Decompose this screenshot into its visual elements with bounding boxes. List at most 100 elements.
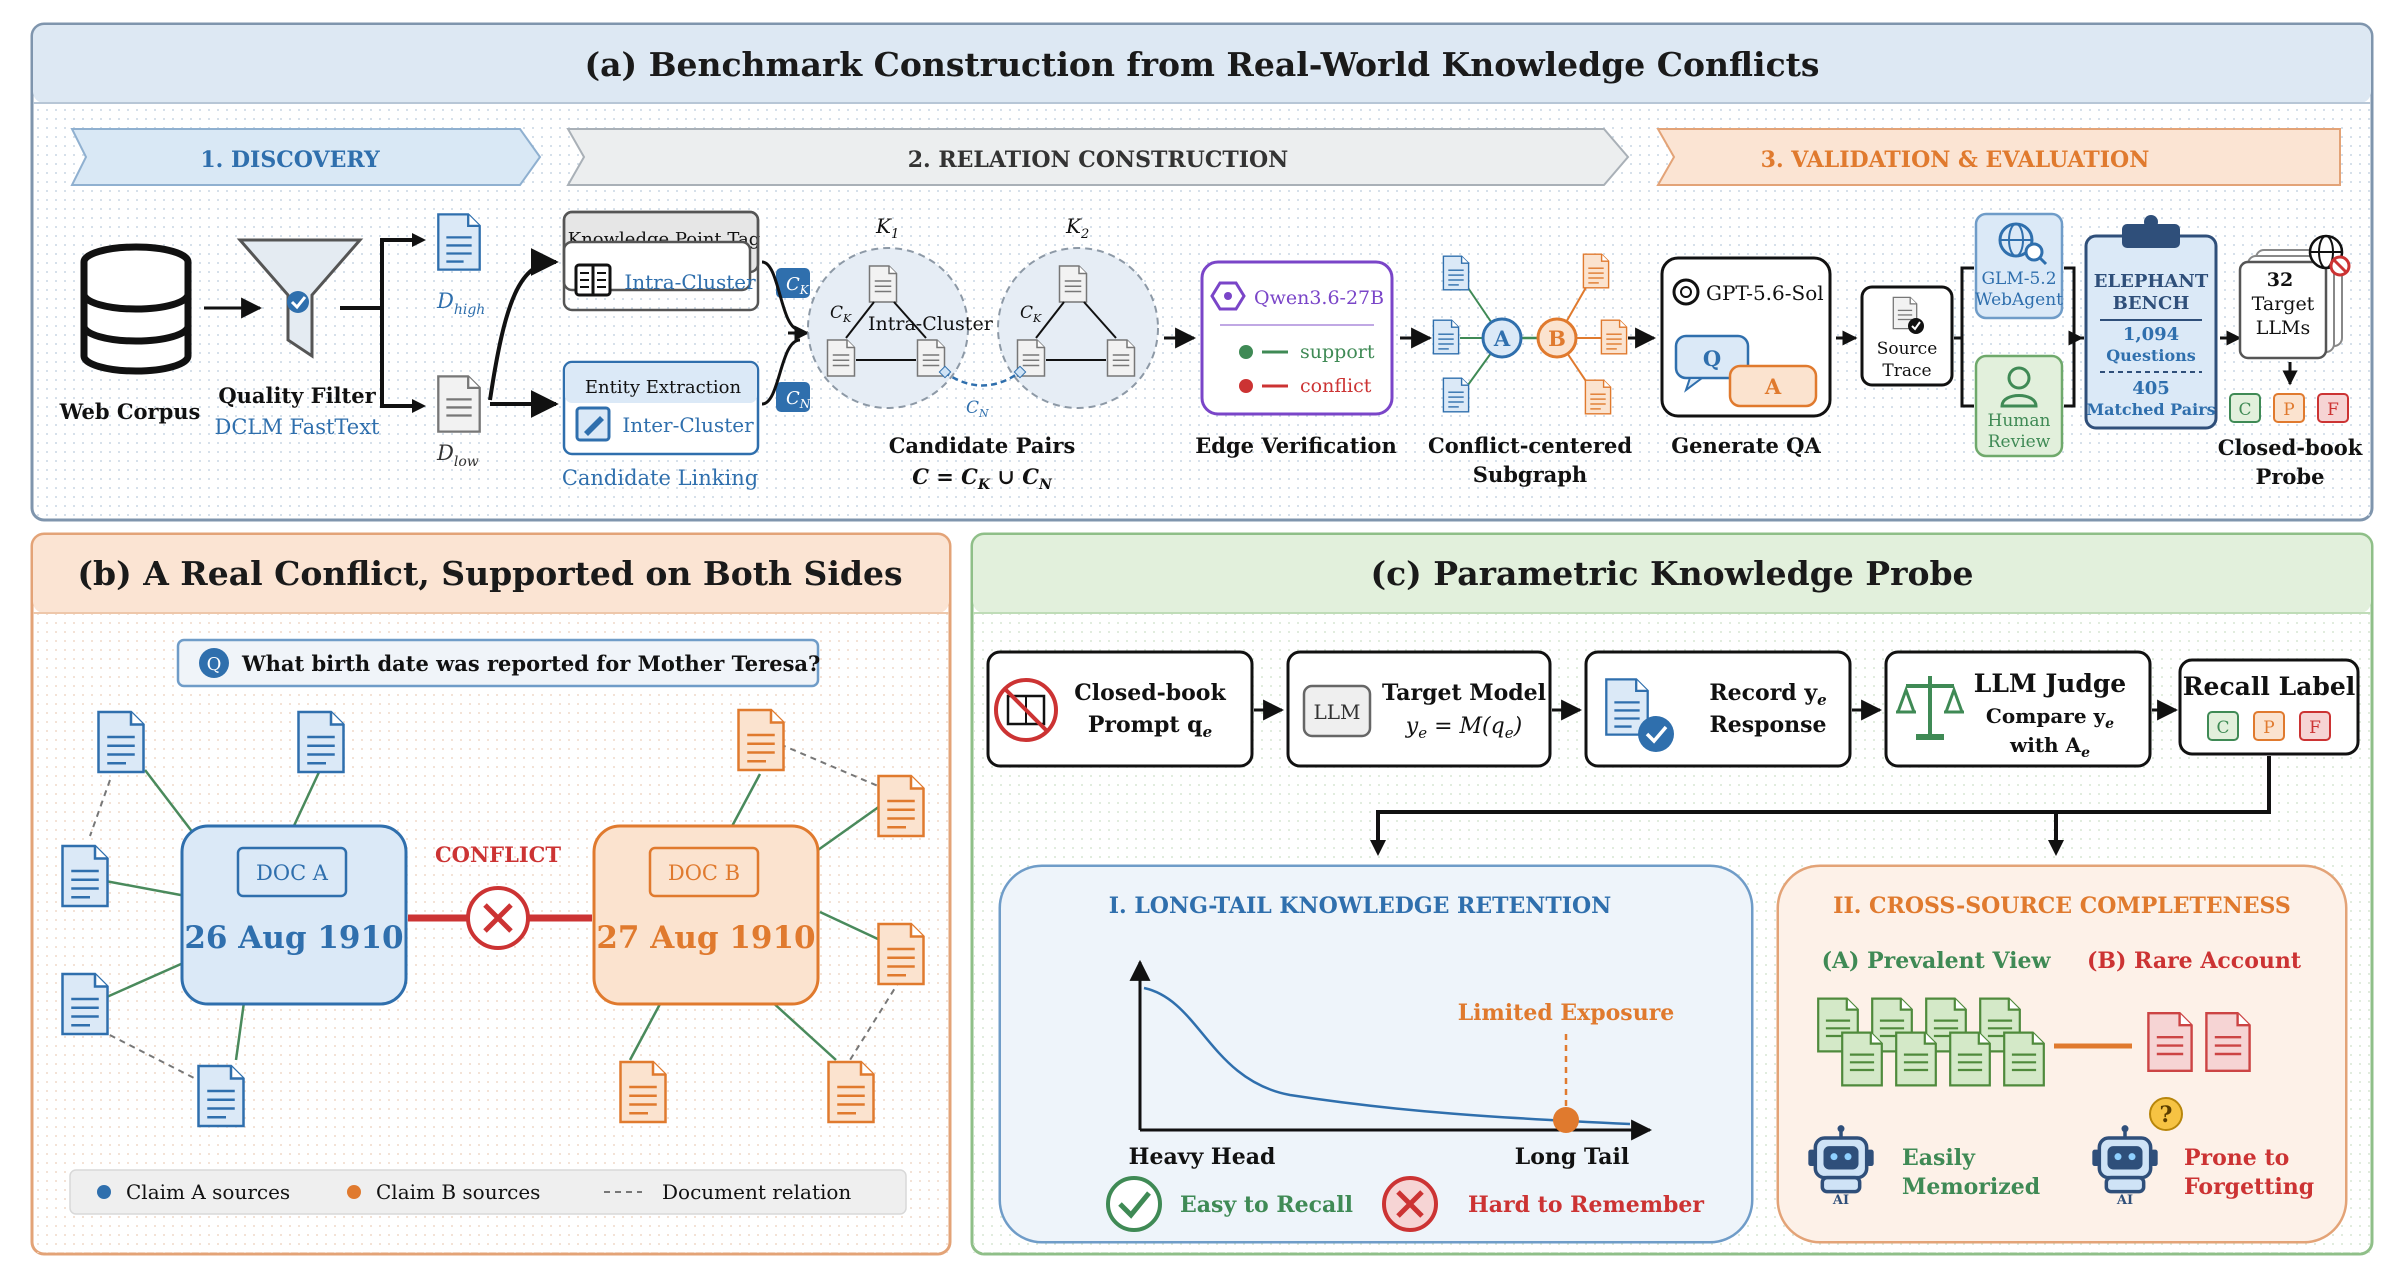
arrow-dlow-kp [488,248,559,401]
no-book-icon [994,678,1058,742]
openai-icon [1672,278,1700,306]
questions-label: Questions [2106,346,2196,365]
step1-line1: Closed-book [1074,680,1226,706]
subgraph-label-2: Subgraph [1473,462,1587,487]
funnel-icon [236,238,364,359]
dclm-label: DCLM FastText [215,415,381,439]
long-tail-curve [1143,986,1631,1126]
closed-book-label-1: Closed-book [2218,435,2363,460]
intra-cluster-overlay: Intra-Cluster [868,313,994,335]
conflict-x-icon [466,886,530,950]
q-bubble: Q [1703,346,1721,371]
step-closed-book-prompt: Closed-book Prompt qe [986,650,1254,768]
qwen-icon [1210,281,1246,311]
source-trace-label-2: Trace [1882,361,1931,381]
target-llms-stack: 32 Target LLMs [2238,234,2351,360]
d-low-doc-icon [437,375,481,433]
entity-extraction-label: Entity Extraction [585,377,742,398]
panel-b: (b) A Real Conflict, Supported on Both S… [30,532,952,1256]
step2-line1: Target Model [1382,680,1546,706]
svg-text:K2: K2 [1065,214,1089,242]
step-record-response: Record ye Response [1584,650,1852,768]
node-b: B [1548,326,1566,351]
robot-ai-label-2: AI [2116,1193,2133,1208]
brace-connector [761,260,801,406]
panel-c: (c) Parametric Knowledge Probe Closed-bo… [970,532,2374,1256]
panel-a: (a) Benchmark Construction from Real-Wor… [30,22,2374,522]
question-icon: Q [207,654,222,675]
svg-text:P: P [2263,718,2274,738]
svg-text:F: F [2327,400,2339,420]
svg-text:K1: K1 [875,214,899,242]
limited-exposure-point [1553,1107,1579,1133]
elephant-bench-clipboard: ELEPHANT BENCH 1,094 Questions 405 Match… [2084,215,2218,430]
prone-label-2: Forgetting [2184,1174,2314,1200]
globe-search-icon [1998,222,2048,266]
svg-text:P: P [2283,400,2294,420]
step5-line1: Recall Label [2183,672,2355,701]
step2-line2: ye = M(qe) [1405,714,1522,742]
source-trace-box: Source Trace [1860,285,1954,387]
stage-label-relation: 2. RELATION CONSTRUCTION [908,147,1289,173]
subpanel-long-tail: I. LONG-TAIL KNOWLEDGE RETENTION Limited… [998,864,1754,1244]
check-icon [1106,1176,1162,1232]
date-a: 26 Aug 1910 [184,920,403,956]
database-icon [80,243,192,375]
step3-line1: Record ye [1709,680,1826,709]
step4-line2: Compare ye [1986,704,2114,732]
panel-b-title: (b) A Real Conflict, Supported on Both S… [77,554,902,593]
inter-cluster-label: Inter-Cluster [622,413,754,437]
a-bubble: A [1764,374,1782,399]
subpanel-cross-source: II. CROSS-SOURCE COMPLETENESS (A) Preval… [1776,864,2348,1244]
prevalent-docs [1817,997,2045,1087]
stage-banner-discovery: 1. DISCOVERY [70,128,542,186]
question-box: Q What birth date was reported for Mothe… [176,638,820,688]
cross-icon [1382,1176,1438,1232]
elephant-label-2: BENCH [2113,293,2190,314]
edge-verification-box: Qwen3.6-27B support conflict [1200,260,1394,416]
web-corpus-label: Web Corpus [59,399,201,424]
conflict-legend-label: conflict [1300,375,1372,397]
d-high-doc-icon [437,213,481,271]
globe-blocked-icon [2308,234,2351,277]
cluster-k2: K2 CK [997,214,1159,409]
human-review-box: Human Review [1974,354,2064,458]
sub1-title: I. LONG-TAIL KNOWLEDGE RETENTION [1109,893,1612,919]
subgraph-label-1: Conflict-centered [1428,433,1632,458]
panel-c-title: (c) Parametric Knowledge Probe [1370,554,1973,593]
step-llm-judge: LLM Judge Compare ye with Ae [1884,650,2152,768]
candidate-formula: C = CK ∪ CN [912,464,1053,493]
edit-icon [575,406,611,442]
hard-remember-label: Hard to Remember [1468,1192,1704,1218]
svg-text:CK: CK [1020,303,1042,325]
prone-label-1: Prone to [2184,1145,2289,1171]
stage-label-validation: 3. VALIDATION & EVALUATION [1761,147,2150,173]
step-recall-label: Recall Label C P F [2178,658,2360,756]
ck-badge: CK [776,268,810,298]
step1-line2: Prompt qe [1088,712,1212,741]
panel-a-title: (a) Benchmark Construction from Real-Wor… [584,45,1819,84]
sub2-title: II. CROSS-SOURCE COMPLETENESS [1833,893,2291,919]
date-b: 27 Aug 1910 [596,920,815,956]
svg-text:C: C [2216,718,2229,738]
svg-text:F: F [2309,718,2321,738]
node-a: A [1493,326,1511,351]
easily-label-2: Memorized [1902,1174,2040,1200]
questions-count: 1,094 [2123,324,2179,345]
llm-chip: LLM [1313,700,1360,724]
prevalent-label: (A) Prevalent View [1822,948,2052,974]
pairs-count: 405 [2132,378,2170,399]
claim-b-sources [619,708,925,1124]
robot-ai-label-1: AI [1832,1193,1849,1208]
source-trace-label-1: Source [1877,339,1938,359]
svg-text:CK: CK [786,274,810,297]
svg-text:CN: CN [966,398,989,420]
d-high-label: Dhigh [436,289,485,318]
gpt-label: GPT-5.6-Sol [1706,281,1824,305]
stage-banner-relation: 2. RELATION CONSTRUCTION [566,128,1630,186]
legend-claim-a: Claim A sources [126,1180,290,1204]
book-icon [574,263,612,297]
candidate-linking-label: Candidate Linking [562,466,758,490]
recall-labels-a: C P F [2229,393,2349,423]
